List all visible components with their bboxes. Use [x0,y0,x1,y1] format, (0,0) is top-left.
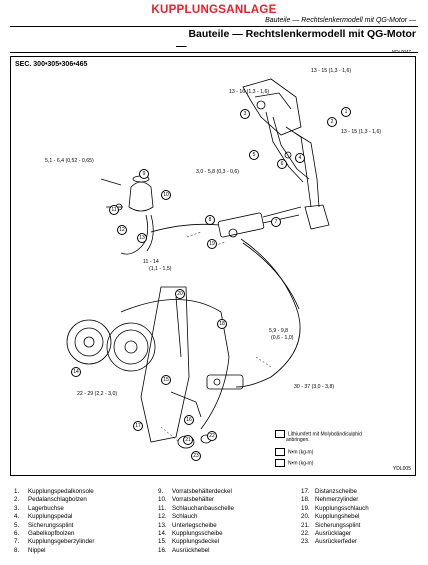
list-item: 8.Nippel [14,546,46,554]
section-heading: KUPPLUNGSANLAGE [151,4,277,16]
breadcrumb: Bauteile — Rechtslenkermodell mit QG-Mot… [265,17,416,24]
part-marker: 7 [271,217,281,227]
part-marker: 19 [207,239,217,249]
legend-torque: N•m (kg-m) [275,448,313,456]
list-item: 2.Pedalanschlagbolzen [14,496,87,504]
part-marker: 3 [240,109,250,119]
part-marker: 1 [341,107,351,117]
parts-column-1: 1.Kupplungspedalkonsole 2.Pedalanschlagb… [14,488,94,555]
part-marker: 12 [117,225,127,235]
list-item: 10.Vorratsbehälter [158,496,214,504]
torque-label: (1,1 - 1,5) [149,266,172,272]
part-marker: 6 [277,159,287,169]
list-item: 1.Kupplungspedalkonsole [14,488,94,495]
list-item: 23.Ausrückerfeder [301,538,357,546]
torque-label: 13 - 15 (1,3 - 1,6) [311,68,352,74]
list-item: 12.Schlauch [158,513,198,521]
list-item: 11.Schlauchanbauschelle [158,504,234,512]
torque-label: 5,9 - 9,8 [269,328,289,334]
part-marker: 16 [184,415,194,425]
clutch-linework [66,78,330,449]
list-item: 16.Ausrückhebel [158,546,210,554]
torque-label: 11 - 14 [143,259,159,265]
torque-label: 22 - 29 (2,2 - 3,0) [77,391,118,397]
part-marker: 11 [109,205,119,215]
part-marker: 8 [205,215,215,225]
list-item: 18.Nehmerzylinder [301,496,359,504]
list-item: 6.Gabelkopfbolzen [14,529,75,537]
list-item: 9.Vorratsbehälterdeckel [158,488,232,495]
part-marker: 15 [161,375,171,385]
part-marker: 14 [71,367,81,377]
header-rule-top [10,26,418,27]
part-marker: 13 [137,233,147,243]
part-marker: 10 [161,190,171,200]
torque-label: 13 - 15 (1,3 - 1,6) [341,129,382,135]
torque-label: 30 - 37 (3,0 - 3,8) [294,384,335,390]
torque-icon [275,448,285,456]
list-item: 19.Kupplungsschlauch [301,504,369,512]
page-title-dash: — [176,40,187,52]
part-marker: 17 [133,421,143,431]
part-marker: 22 [207,431,217,441]
parts-column-3: 17.Distanzscheibe 18.Nehmerzylinder 19.K… [301,488,369,547]
list-item: 21.Sicherungssplint [301,521,361,529]
part-marker: 9 [139,169,149,179]
header-rule-bottom [10,52,418,53]
torque-loctite-icon [275,459,285,467]
list-item: 13.Unterlegscheibe [158,521,217,529]
torque-label: 5,1 - 6,4 (0,52 - 0,65) [45,158,94,164]
list-item: 3.Lagerbuchse [14,504,64,512]
part-marker: 18 [217,319,227,329]
torque-label: 13 - 16 (1,3 - 1,6) [229,89,270,95]
list-item: 5.Sicherungssplint [14,521,74,529]
legend-grease-cont: anbringen. [286,437,310,443]
list-item: 4.Kupplungspedal [14,513,73,521]
torque-label: 3,0 - 5,8 (0,3 - 0,6) [196,169,239,175]
figure-code-bottom: YDL005 [392,466,411,472]
part-marker: 23 [191,451,201,461]
part-marker: 5 [249,150,259,160]
list-item: 7.Kupplungsgeberzylinder [14,538,95,546]
legend-torque-loctite: N•m (kg-m) [275,459,313,467]
list-item: 17.Distanzscheibe [301,488,357,495]
part-marker: 21 [183,435,193,445]
torque-label: (0,6 - 1,0) [271,335,294,341]
part-marker: 2 [327,117,337,127]
list-item: 15.Kupplungsdeckel [158,538,220,546]
parts-column-2: 9.Vorratsbehälterdeckel 10.Vorratsbehält… [158,488,234,555]
grease-icon [275,430,285,438]
part-marker: 20 [175,289,185,299]
list-item: 22.Ausrücklager [301,529,352,537]
figure-code-top: NDL0047 [391,49,411,54]
part-marker: 4 [295,153,305,163]
page-title: Bauteile — Rechtslenkermodell mit QG-Mot… [188,28,416,40]
list-item: 14.Kupplungsscheibe [158,529,223,537]
list-item: 20.Kupplungshebel [301,513,360,521]
clutch-exploded-diagram: SEC. 300•305•306•465 NDL0047 YDL005 [10,49,416,476]
legend-grease: Lithiumfett mit Molybdändisulphid [275,430,362,438]
section-code-label: SEC. 300•305•306•465 [15,61,88,68]
